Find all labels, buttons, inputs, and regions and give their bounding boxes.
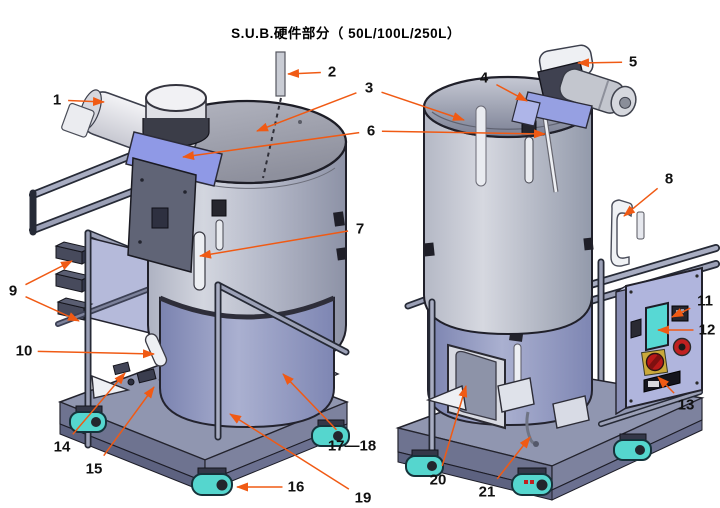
callout-label-17—18: 17—18 [327,437,377,455]
callout-label-4: 4 [479,69,489,87]
figure-title: S.U.B.硬件部分（ 50L/100L/250L） [231,26,461,41]
estop-button[interactable] [672,337,692,357]
callout-label-13: 13 [677,396,695,414]
callout-label-20: 20 [429,471,447,489]
open-tank [422,75,594,336]
callout-label-3: 3 [364,79,374,97]
drive-column [127,157,197,273]
caster [405,449,444,477]
callout-label-7: 7 [355,220,365,238]
callout-label-6: 6 [366,122,376,140]
callout-label-9: 9 [8,282,18,300]
callout-label-14: 14 [53,438,71,456]
right-machine [395,44,720,501]
callout-label-2: 2 [327,63,337,81]
caster [191,467,233,496]
callout-label-10: 10 [15,342,33,360]
callout-label-1: 1 [52,91,62,109]
callout-label-21: 21 [478,483,496,501]
support-cylinder [144,295,335,429]
front-cage [428,298,703,456]
callout-label-12: 12 [698,321,716,339]
callout-label-8: 8 [664,170,674,188]
callout-label-11: 11 [697,292,713,310]
rim-clamp [511,97,541,127]
caster [613,433,652,461]
callout-label-5: 5 [628,53,638,71]
inner-wall-slot [475,105,487,187]
caster [511,467,553,496]
motor-assembly [61,84,223,273]
bag-hook-bracket [610,199,645,267]
aux-switch[interactable] [630,318,642,339]
callout-label-19: 19 [354,489,372,507]
hmi-screen[interactable] [645,301,669,352]
callout-label-16: 16 [287,478,305,496]
callout-label-15: 15 [85,460,103,478]
left-machine [29,51,350,496]
main-power-switch[interactable] [641,348,669,376]
motor-assembly [511,44,637,129]
control-panel [615,266,703,416]
power-connector[interactable] [671,305,689,322]
